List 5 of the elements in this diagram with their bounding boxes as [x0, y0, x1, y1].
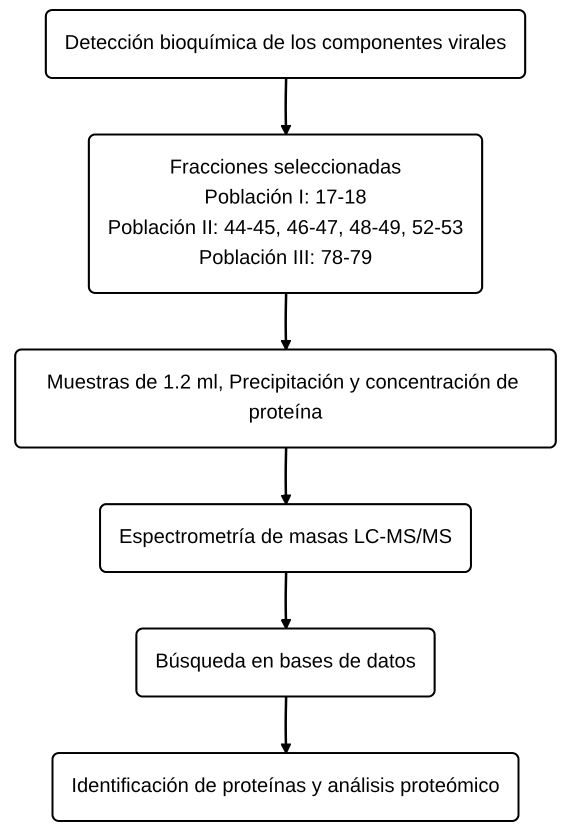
- arrow: [280, 572, 292, 630]
- arrow: [280, 697, 292, 754]
- arrow: [280, 448, 292, 506]
- arrow: [280, 78, 292, 136]
- arrow: [280, 294, 292, 351]
